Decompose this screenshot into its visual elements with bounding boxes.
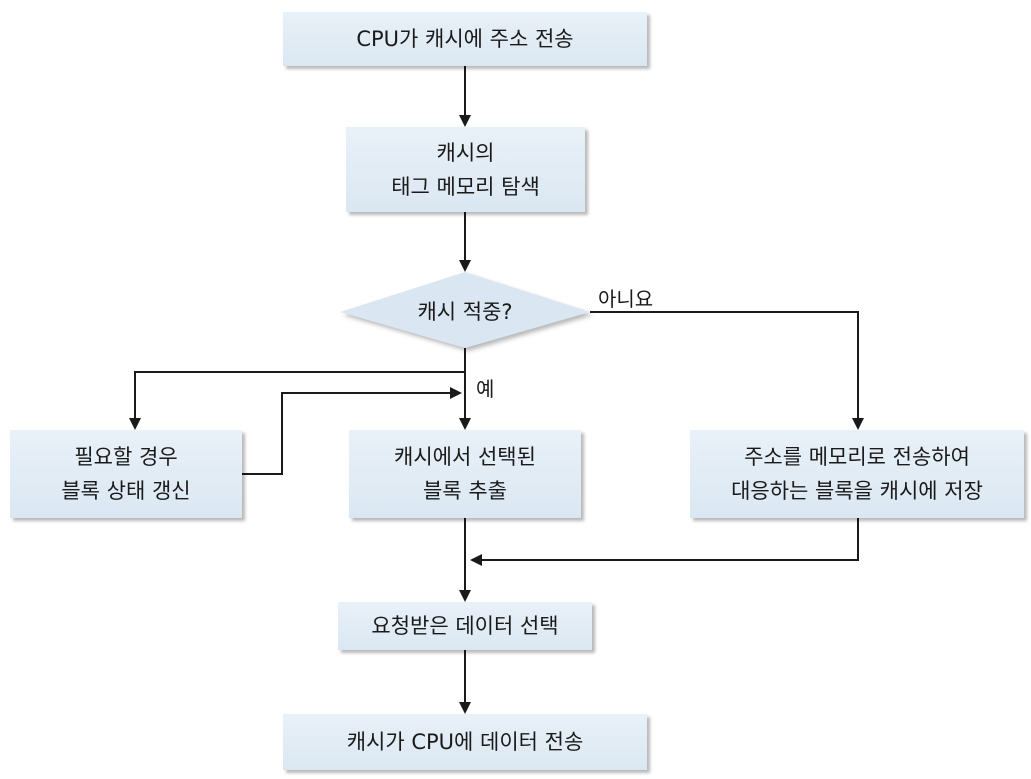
node-update-block: 필요할 경우 블록 상태 갱신 [10, 430, 242, 518]
node-cache-hit: 캐시 적중? [390, 296, 540, 326]
node-store-block-line2: 대응하는 블록을 캐시에 저장 [731, 479, 983, 503]
arrow-store-merge [470, 518, 859, 566]
node-send-address: CPU가 캐시에 주소 전송 [283, 12, 647, 66]
arrow-to-update [129, 371, 465, 430]
node-send-address-label: CPU가 캐시에 주소 전송 [356, 27, 574, 51]
edge-label-no: 아니요 [598, 287, 654, 311]
node-select-data: 요청받은 데이터 선택 [338, 602, 592, 650]
node-send-data: 캐시가 CPU에 데이터 전송 [283, 714, 647, 770]
node-update-block-line1: 필요할 경우 [74, 445, 178, 469]
node-extract-block: 캐시에서 선택된 블록 추출 [349, 430, 581, 518]
node-extract-block-line1: 캐시에서 선택된 [394, 445, 536, 469]
node-search-tag-line2: 태그 메모리 탐색 [391, 174, 540, 199]
node-store-block: 주소를 메모리로 전송하여 대응하는 블록을 캐시에 저장 [690, 430, 1024, 518]
node-select-data-label: 요청받은 데이터 선택 [371, 614, 559, 638]
edge-label-yes: 예 [476, 377, 495, 401]
node-cache-hit-label: 캐시 적중? [417, 300, 513, 324]
arrow-update-return [242, 387, 462, 475]
node-extract-block-line2: 블록 추출 [423, 479, 507, 503]
node-search-tag-line1: 캐시의 [436, 140, 495, 165]
node-search-tag: 캐시의 태그 메모리 탐색 [346, 127, 585, 212]
node-store-block-line1: 주소를 메모리로 전송하여 [744, 445, 970, 469]
arrow-no-branch [590, 311, 864, 430]
decision-diamond [340, 272, 590, 348]
node-send-data-label: 캐시가 CPU에 데이터 전송 [346, 730, 584, 754]
node-update-block-line2: 블록 상태 갱신 [61, 479, 191, 503]
